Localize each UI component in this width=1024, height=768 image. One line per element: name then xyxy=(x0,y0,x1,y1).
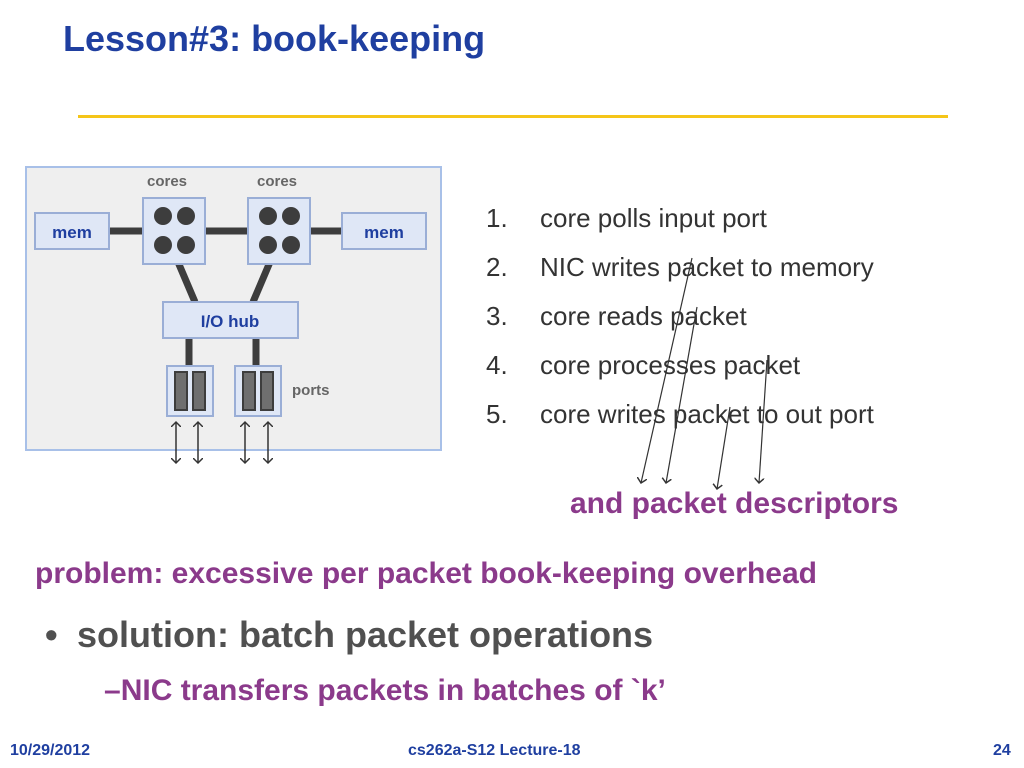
solution-bullet: • solution: batch packet operations xyxy=(45,614,653,656)
problem-statement: problem: excessive per packet book-keepi… xyxy=(35,557,817,590)
step-item: 1. core polls input port xyxy=(486,198,874,247)
cores-label-right: cores xyxy=(257,173,297,190)
cores-label-left: cores xyxy=(147,173,187,190)
bullet-marker: • xyxy=(45,614,58,655)
core-cluster-left xyxy=(142,197,206,265)
nic-port-right xyxy=(234,365,282,417)
step-number: 4. xyxy=(486,350,508,380)
mem-left-label: mem xyxy=(52,223,92,242)
title-divider xyxy=(78,115,948,118)
solution-text: solution: batch packet operations xyxy=(77,614,654,655)
step-text: core processes packet xyxy=(540,350,801,380)
step-text: core polls input port xyxy=(540,203,767,233)
steps-list: 1. core polls input port 2. NIC writes pac… xyxy=(486,198,874,443)
step-item: 3. core reads packet xyxy=(486,296,874,345)
step-number: 3. xyxy=(486,301,508,331)
step-text: NIC writes packet to memory xyxy=(540,252,874,282)
core-cluster-right xyxy=(247,197,311,265)
step-number: 5. xyxy=(486,399,508,429)
footer-page-number: 24 xyxy=(993,742,1011,759)
mem-right-box xyxy=(341,212,427,250)
port-io-arrows xyxy=(176,422,268,463)
step-text: core writes packet to out port xyxy=(540,399,874,429)
step-item: 5. core writes packet to out port xyxy=(486,394,874,443)
interconnects xyxy=(95,227,342,366)
slide-title: Lesson#3: book-keeping xyxy=(63,18,486,59)
footer-course: cs262a-S12 Lecture-18 xyxy=(408,742,581,759)
nic-port-left xyxy=(166,365,214,417)
step-item: 4. core processes packet xyxy=(486,345,874,394)
packet-descriptors-annotation: and packet descriptors xyxy=(570,487,899,520)
annotation-arrows xyxy=(641,257,768,489)
mem-left-box xyxy=(34,212,110,250)
step-number: 1. xyxy=(486,203,508,233)
io-hub-box xyxy=(162,301,299,339)
sub-bullet: –NIC transfers packets in batches of `k’ xyxy=(104,674,666,708)
sub-bullet-marker: – xyxy=(104,674,121,707)
footer-date: 10/29/2012 xyxy=(10,742,91,759)
ports-label: ports xyxy=(292,382,330,399)
step-text: core reads packet xyxy=(540,301,747,331)
step-number: 2. xyxy=(486,252,508,282)
io-hub-label: I/O hub xyxy=(201,312,260,331)
sub-bullet-text: NIC transfers packets in batches of `k’ xyxy=(120,674,666,707)
step-item: 2. NIC writes packet to memory xyxy=(486,247,874,296)
mem-right-label: mem xyxy=(364,223,404,242)
